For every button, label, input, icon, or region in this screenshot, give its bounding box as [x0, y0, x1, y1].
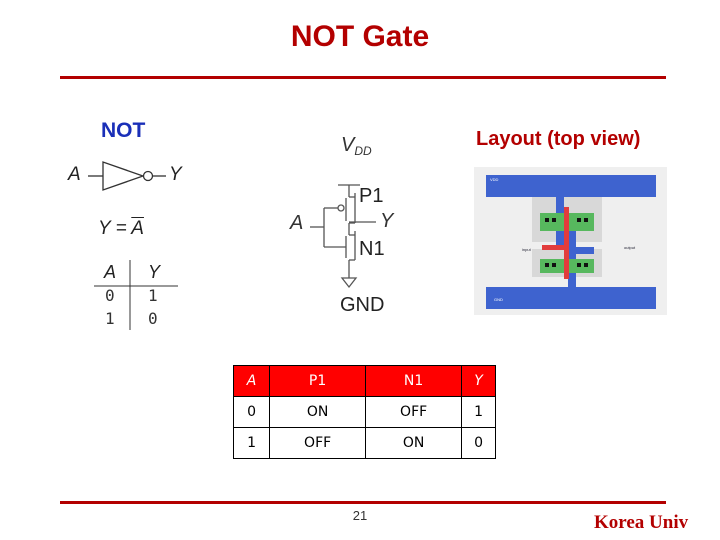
pmos-label: P1: [359, 185, 384, 207]
truth-table-cell: 0: [105, 286, 115, 305]
truth-table-cell: 1: [105, 309, 115, 328]
title-divider: [60, 76, 666, 79]
layout-vdd-tag: VDD: [490, 177, 499, 182]
schematic-output-label: Y: [380, 210, 394, 232]
page-title: NOT Gate: [290, 20, 430, 53]
layout-output-tag: output: [624, 245, 636, 250]
gnd-label: GND: [340, 294, 385, 316]
table-cell: ON: [365, 427, 463, 459]
truth-table-cell: 0: [148, 309, 158, 328]
footer-divider: [60, 501, 666, 504]
not-gate-label: NOT: [101, 119, 146, 142]
brand-logo-text: Korea Univ: [594, 512, 689, 533]
vdd-label: VDD: [341, 134, 372, 158]
gate-input-label: A: [68, 164, 81, 185]
layout-panel: VDD input output GND: [474, 167, 667, 315]
table-row: 1 OFF ON 0: [232, 427, 496, 459]
nmos-label: N1: [359, 238, 385, 260]
layout-label: Layout (top view): [476, 128, 641, 150]
truth-table-header-a: A: [104, 262, 117, 282]
table-cell: 0: [232, 396, 271, 428]
truth-table-grid: [94, 260, 178, 330]
table-header-cell: A: [232, 365, 271, 397]
table-cell: ON: [269, 396, 367, 428]
transistor-state-table: A P1 N1 Y 0 ON OFF 1 1 OFF ON 0: [232, 365, 496, 459]
table-row: 0 ON OFF 1: [232, 396, 496, 428]
table-cell: OFF: [269, 427, 367, 459]
table-header-row: A P1 N1 Y: [232, 365, 496, 397]
layout-input-tag: input: [522, 247, 531, 252]
table-header-cell: Y: [461, 365, 496, 397]
truth-table-header-y: Y: [148, 262, 161, 282]
boolean-equation: Y = A: [98, 218, 144, 239]
gate-output-label: Y: [169, 164, 182, 185]
truth-table-cell: 1: [148, 286, 158, 305]
not-gate-symbol: [88, 161, 166, 191]
table-header-cell: N1: [365, 365, 463, 397]
inverted-input: A: [131, 218, 144, 239]
layout-gnd-tag: GND: [494, 297, 503, 302]
schematic-input-label: A: [290, 212, 304, 234]
layout-drawing: [486, 175, 656, 309]
table-cell: OFF: [365, 396, 463, 428]
table-cell: 1: [461, 396, 496, 428]
table-cell: 0: [461, 427, 496, 459]
page-number: 21: [352, 508, 368, 523]
table-header-cell: P1: [269, 365, 367, 397]
cmos-inverter-schematic: [310, 184, 376, 289]
table-cell: 1: [232, 427, 271, 459]
